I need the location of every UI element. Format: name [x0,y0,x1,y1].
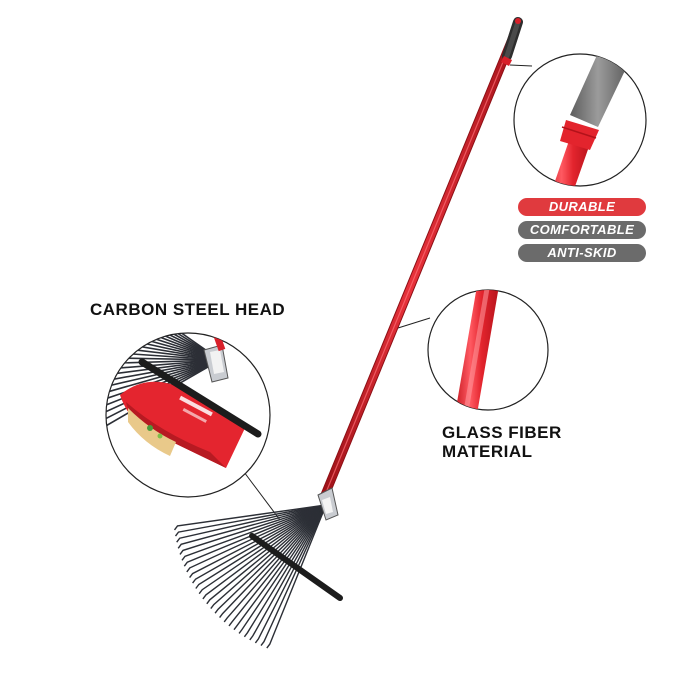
rake-tine [228,504,327,627]
badge-anti-skid: ANTI-SKID [518,244,646,262]
rake-tine [106,359,221,413]
rake-tine [179,504,327,555]
head-zoom-illustration [105,332,271,498]
rake-tine [106,359,221,375]
rake-tine [106,359,221,369]
rake-tine [238,504,327,634]
rake-tine [198,504,327,595]
rake-tine [106,359,221,430]
glass-fiber-title-line1: GLASS FIBER [442,423,562,442]
rake-tine [106,333,221,361]
rake-tine [183,504,327,567]
rake-tine [181,504,327,561]
rake-tine [174,504,327,537]
rake-tine [214,504,327,614]
rake-tine [195,504,327,589]
rake-tine [106,333,221,361]
carbon-steel-head-title: CARBON STEEL HEAD [90,300,286,319]
rake-shaft [320,27,520,500]
rake-tine [106,333,221,361]
rake-tines [173,504,327,649]
badge-durable: DURABLE [518,198,646,216]
rake-tine [260,504,327,647]
rake-tine [176,504,327,543]
rake-tine [106,359,221,394]
rake-tine [219,504,327,619]
glass-fiber-title: GLASS FIBER MATERIAL [442,423,562,461]
rake-tine [173,504,327,531]
rake-tine [106,333,221,361]
rake-tine [106,359,221,419]
rake-tine [106,359,221,388]
rake-tine [106,359,221,400]
rake-tine [106,337,221,361]
rake-tine [223,504,327,623]
rake-tine [266,504,327,649]
rake-tine [249,504,327,641]
rake-tine [189,504,327,579]
rake-tine [106,359,221,382]
badge-comfortable: COMFORTABLE [518,221,646,239]
glass-fiber-title-line2: MATERIAL [442,442,533,461]
rake-tine [243,504,327,638]
rake-tine [106,356,221,362]
rake-clamp [317,487,339,521]
rake-tine [186,504,327,573]
rake-tine [254,504,327,644]
grip-zoom-illustration [513,53,647,187]
rake-tine [192,504,327,584]
rake-tine [210,504,327,610]
rake-tine [109,333,221,361]
rake-tine [106,359,221,424]
shaft-grip [500,17,523,67]
rake-tine [106,333,221,361]
shaft-zoom-illustration [427,289,549,411]
rake-tine [106,333,221,361]
rake-tine [206,504,327,605]
rake-tine [202,504,327,600]
rake-crossbar [249,533,343,601]
rake-tine [106,333,221,361]
rake-tine [233,504,327,631]
rake-tine [106,350,221,361]
rake-tine [106,343,221,361]
rake-tine [106,359,221,407]
rake-tine [106,333,221,361]
rake-tine [177,504,327,549]
